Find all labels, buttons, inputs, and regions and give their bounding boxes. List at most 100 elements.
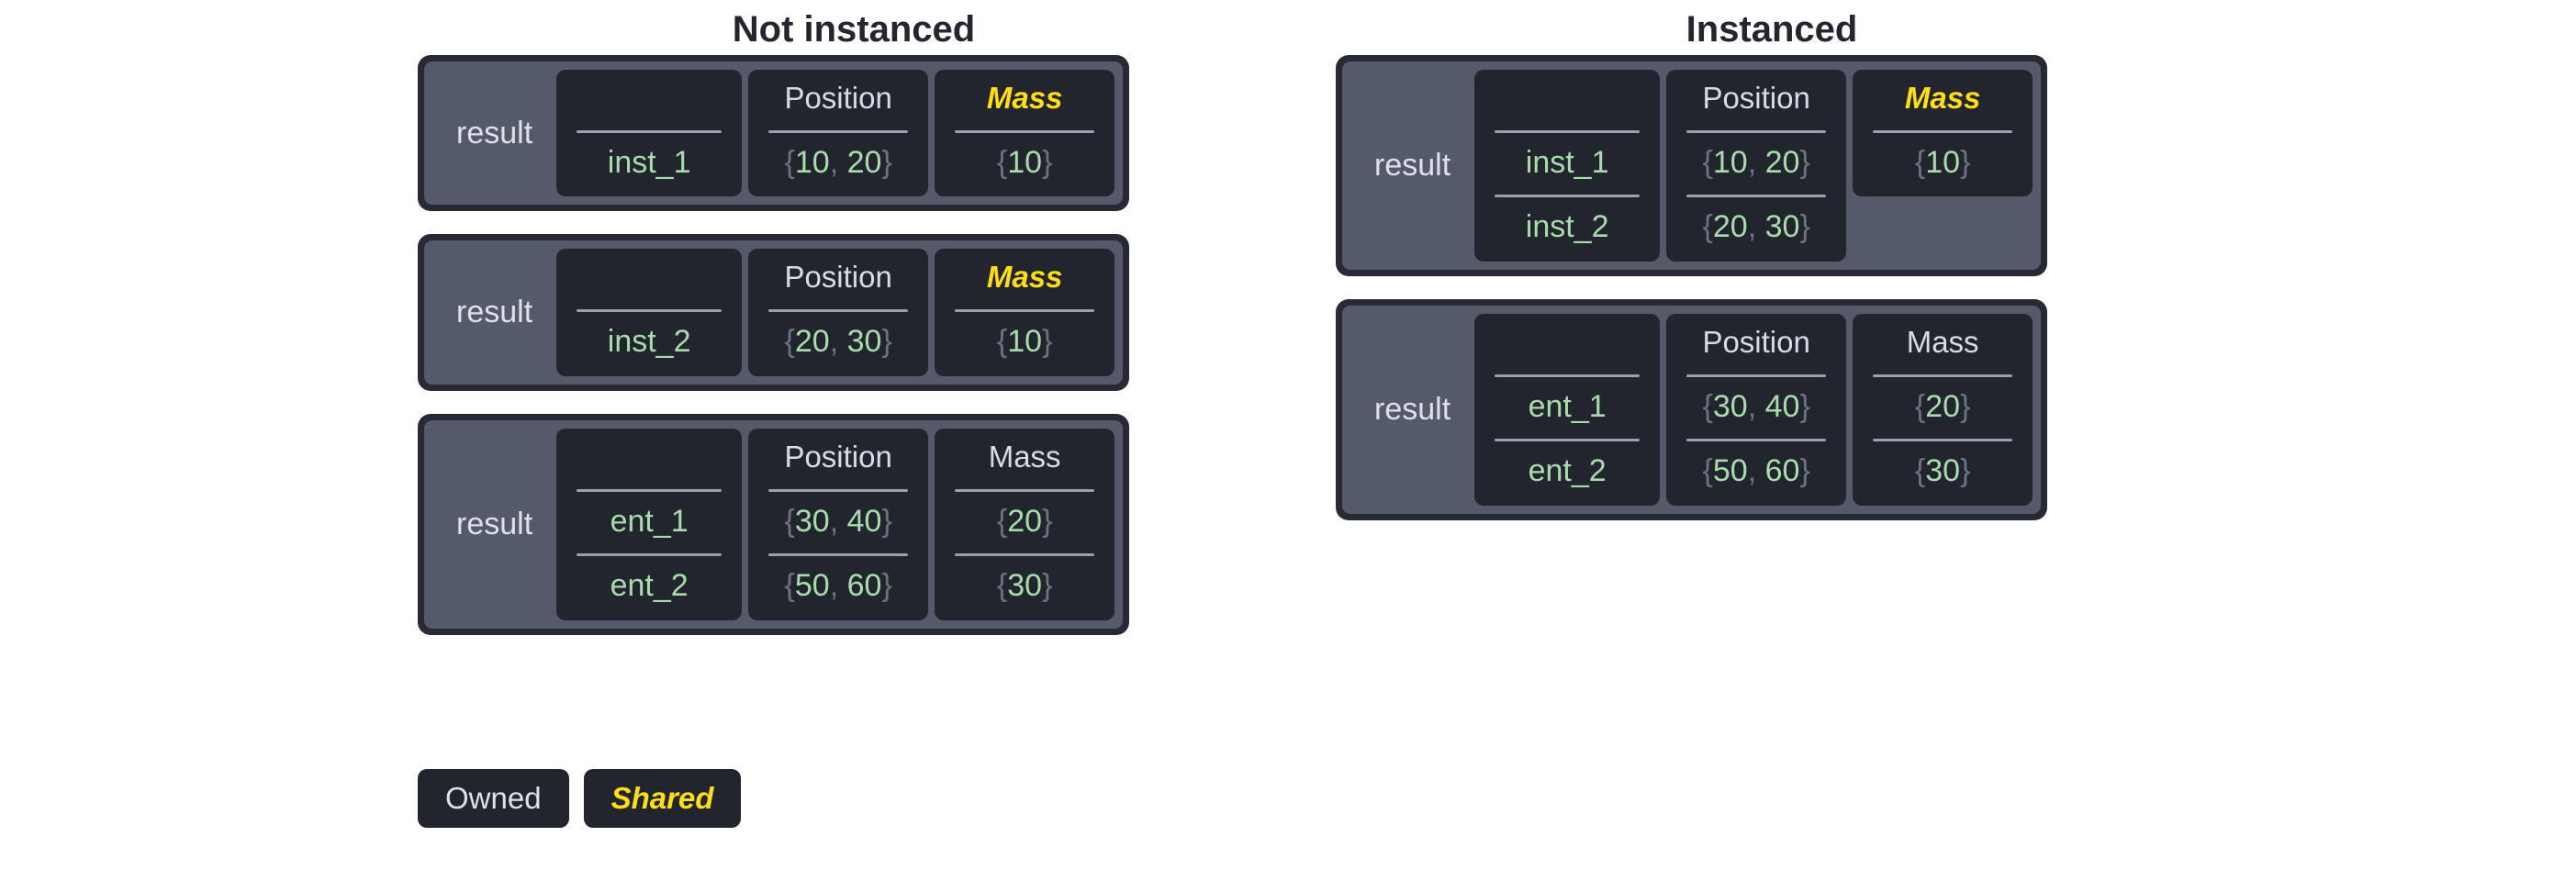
field-column: inst_1 inst_2 [1474,70,1661,262]
field-value: ent_1 [610,503,689,539]
entity-card: result ent_1 ent_2 Position {30, 40} {50, 60… [1336,298,2048,520]
row-divider [768,309,909,313]
field-column: Mass {10} [935,70,1115,197]
field-value: inst_2 [607,324,691,360]
entity-card: result inst_1 inst_2 Position {10, 20} {20, … [1336,55,2048,276]
field-column: Mass {20} {30} [935,428,1115,620]
field-value: {50, 60} [1702,453,1810,489]
field-header: Mass [986,260,1063,295]
field-header: Mass [986,81,1063,115]
field-header-empty [556,258,742,298]
field-column: Position {30, 40} {50, 60} [1666,313,1847,506]
field-value: {10, 20} [784,145,892,180]
row-divider [577,130,722,133]
entity-card-body: result inst_2 Position {20, 30} Mass {10} [424,240,1124,385]
panel-title-instanced: Instanced [1686,9,1858,50]
field-value: {10} [1914,145,1971,180]
field-column: ent_1 ent_2 [556,428,743,620]
panel-title-not-instanced: Not instanced [732,9,976,50]
field-columns: inst_1 inst_2 Position {10, 20} {20, 30} Mass… [1474,70,2033,262]
row-divider [577,488,722,492]
field-header-empty [1474,79,1660,119]
row-divider [1686,130,1827,133]
field-value: {30} [996,568,1053,604]
field-column: Position {10, 20} {20, 30} [1666,70,1847,262]
field-value: {10} [996,145,1053,180]
owner-label: result [456,506,533,541]
row-divider [1495,439,1641,442]
row-divider [768,553,909,557]
field-column: ent_1 ent_2 [1474,313,1661,506]
field-header: Mass [988,439,1061,474]
row-divider [1873,374,2013,377]
row-divider [1686,374,1827,377]
field-header: Position [784,439,892,474]
field-value: {20, 30} [1702,209,1810,245]
field-value: {30, 40} [1702,388,1810,424]
owner-label: result [456,295,533,330]
field-column: Position {10, 20} [748,70,929,197]
owner-label: result [1374,147,1451,183]
field-value: inst_1 [1525,145,1609,180]
field-header-empty [556,438,742,478]
legend-chip-shared: Shared [583,769,742,828]
row-divider [1686,195,1827,198]
row-divider [955,309,1095,313]
field-column: inst_2 [556,249,743,376]
entity-card: result inst_2 Position {20, 30} Mass {10} [418,234,1130,391]
row-divider [577,309,722,313]
entity-card: result inst_1 Position {10, 20} Mass {10} [418,55,1130,212]
field-value: {20, 30} [784,324,892,360]
owner-label: result [456,115,533,151]
field-value: {30, 40} [784,503,892,539]
field-value: inst_1 [607,145,691,180]
field-columns: inst_2 Position {20, 30} Mass {10} [556,249,1115,376]
field-value: ent_2 [610,568,689,604]
row-divider [955,130,1095,133]
field-column: Position {30, 40} {50, 60} [748,428,929,620]
field-header: Position [784,81,892,115]
field-column: Mass {10} [1853,70,2033,197]
row-divider [768,130,909,133]
field-value: inst_2 [1525,209,1609,245]
row-divider [1873,439,2013,442]
row-divider [1495,195,1641,198]
field-value: {50, 60} [784,568,892,604]
field-value: {20} [996,503,1053,539]
field-column: Position {20, 30} [748,249,929,376]
field-column: Mass {10} [935,249,1115,376]
row-divider [577,553,722,557]
field-column: inst_1 [556,70,743,197]
legend-chip-owned: Owned [418,769,569,828]
field-header-empty [556,79,742,119]
entity-card-body: result ent_1 ent_2 Position {30, 40} {50, 60… [1342,305,2042,514]
owner-label: result [1374,391,1451,427]
field-value: {10, 20} [1702,145,1810,180]
row-divider [955,488,1095,492]
row-divider [1495,130,1641,133]
field-header: Mass [1904,81,1981,115]
field-value: {10} [996,324,1053,360]
row-divider [955,553,1095,557]
row-divider [1686,439,1827,442]
field-value: ent_2 [1528,453,1607,489]
field-columns: inst_1 Position {10, 20} Mass {10} [556,70,1115,197]
field-value: {30} [1914,453,1971,489]
entity-card-body: result ent_1 ent_2 Position {30, 40} {50, 60… [424,419,1124,629]
field-columns: ent_1 ent_2 Position {30, 40} {50, 60} Mass {2… [556,428,1115,620]
row-divider [1495,374,1641,377]
field-header: Position [784,260,892,295]
field-column: Mass{20}{30} [1853,313,2033,506]
field-columns: ent_1 ent_2 Position {30, 40} {50, 60} Mass{2… [1474,313,2033,506]
row-divider [1873,130,2013,133]
field-header: Position [1702,81,1810,115]
field-header-empty [1474,323,1660,363]
field-header: Position [1702,324,1810,359]
field-value: ent_1 [1528,388,1607,424]
entity-card-body: result inst_1 Position {10, 20} Mass {10} [424,61,1124,206]
entity-card: result ent_1 ent_2 Position {30, 40} {50, 60… [418,413,1130,635]
